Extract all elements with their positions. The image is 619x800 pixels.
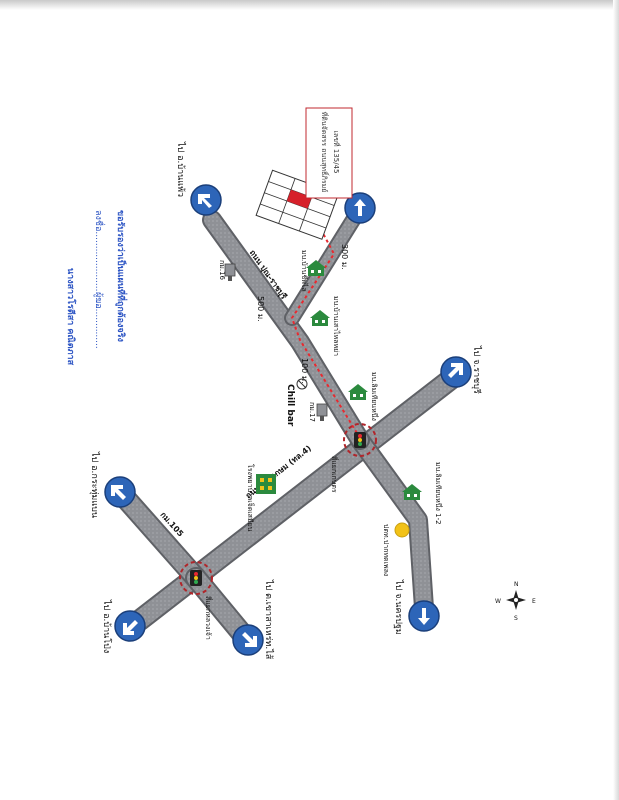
village-3-label: มบ.ลิมเทียนหนึ่ง — [370, 372, 379, 421]
compass-rose: E W N S — [495, 581, 536, 622]
km17-marker: กม.17 — [308, 402, 328, 422]
note-line: ขอรับรองว่าเป็นแผนที่ที่ถูกต้องจริง — [115, 210, 128, 342]
secondary-road — [204, 212, 368, 448]
compass-n: N — [514, 581, 519, 588]
road-to-top-left — [111, 483, 205, 587]
land-parcel: ที่ดินจัดสรร ถนนสุทธิ์ภิรมย์ เลขที่ 135/… — [255, 107, 353, 240]
compass-w: W — [495, 598, 501, 605]
dest-marker-top-left — [190, 184, 222, 216]
dest-top-right-label: ไป จ.ราชบุรี — [471, 345, 482, 394]
distance-100: 100 ม. — [300, 358, 309, 384]
page-top-shadow — [0, 0, 619, 10]
certification-notes: ขอรับรองว่าเป็นแผนที่ที่ถูกต้องจริง ลงชื… — [65, 210, 128, 366]
roads-layer — [109, 204, 471, 647]
arrow-icon — [242, 632, 257, 647]
dest-top-left-label: ไป อ.บ้านแพ้ว — [175, 141, 186, 197]
gas-icon — [394, 522, 410, 538]
dest-center-label: ไป อ.บ้านโป่ง — [101, 599, 112, 653]
gas-station-marker: ปตท.ปากทดเพลง — [382, 522, 410, 576]
intersection-right — [343, 423, 377, 457]
arrow-icon — [448, 363, 463, 378]
selected-plot — [286, 189, 312, 209]
road-to-mid-left — [187, 569, 253, 645]
km-markers: กม.16 กม.17 — [218, 260, 328, 422]
road-to-bottom-right — [352, 432, 432, 616]
route-path — [290, 189, 361, 439]
hospital-label: โรงพยาบาลเจ็ดเสมียน — [246, 464, 255, 532]
hospital-marker: โรงพยาบาลเจ็ดเสมียน — [246, 464, 276, 532]
village-2-label: มบ.บ้านเสาไหลหย่า — [332, 296, 341, 356]
arrow-icon — [198, 194, 212, 208]
village-1-label: มบ.บ้านชีพไล — [300, 250, 309, 292]
signature-position: ผู้ขอ — [93, 292, 104, 309]
village-marker-3: มบ.ลิมเทียนหนึ่ง — [348, 372, 379, 421]
signature-line: ลงชื่อ..................................… — [93, 210, 106, 349]
dest-marker-mid-left — [232, 624, 264, 656]
chill-bar-marker: Chill bar — [285, 378, 308, 427]
arrow-icon — [123, 620, 138, 635]
village-marker-4: มบ.ลิมเทียนหนึ่ง 1-2 — [402, 462, 443, 525]
land-number-label: เลขที่ 135/45 — [332, 131, 341, 174]
village-4-label: มบ.ลิมเทียนหนึ่ง 1-2 — [434, 462, 443, 525]
distance-300: 300 ม. — [340, 244, 349, 270]
chill-bar-label: Chill bar — [285, 384, 295, 427]
land-title-label: ที่ดินจัดสรร ถนนสุทธิ์ภิรมย์ — [320, 112, 330, 193]
traffic-left-label: สี่แยกหลวงเจ้า — [204, 596, 213, 640]
distance-labels: 500 ม. 100 ม. 300 ม. — [256, 244, 349, 384]
compass-s: S — [514, 615, 518, 622]
compass-e: E — [532, 598, 536, 605]
intersection-left — [179, 561, 213, 595]
village-marker-2: มบ.บ้านเสาไหลหย่า — [310, 296, 341, 356]
dest-marker-bottom-left — [104, 476, 136, 508]
dest-mid-left-label: ไป ต.เขาสาเหร่ท.ไส้ — [263, 579, 274, 660]
destination-markers — [104, 184, 472, 656]
dest-marker-bottom-right — [408, 600, 440, 632]
branch-road — [286, 206, 364, 324]
dest-marker-land — [344, 192, 376, 224]
dest-marker-center-bottom — [114, 610, 146, 642]
distance-500: 500 ม. — [256, 296, 265, 322]
dest-bottom-right-label: ไป จ.นครปฐม — [393, 579, 404, 635]
km16-marker: กม.16 — [218, 260, 236, 281]
arrow-icon — [418, 608, 430, 625]
villages: มบ.บ้านชีพไล มบ.บ้านเสาไหลหย่า มบ.ลิมเที… — [300, 250, 443, 525]
signature-name: นางสาวโรตีสา คณิตภาส — [65, 268, 77, 366]
dest-bottom-left-label: ไป อ.กระทุ่มแบน — [89, 451, 100, 518]
page-right-shadow — [613, 0, 619, 800]
arrow-icon — [354, 199, 366, 216]
traffic-right-label: สี่แยกเกษตร — [330, 456, 339, 493]
dest-marker-top-right — [440, 356, 472, 388]
arrow-icon — [111, 485, 126, 500]
km16-label: กม.16 — [218, 260, 226, 281]
km17-label: กม.17 — [308, 402, 316, 422]
village-marker-1: มบ.บ้านชีพไล — [300, 250, 326, 292]
gas-label: ปตท.ปากทดเพลง — [382, 524, 390, 576]
